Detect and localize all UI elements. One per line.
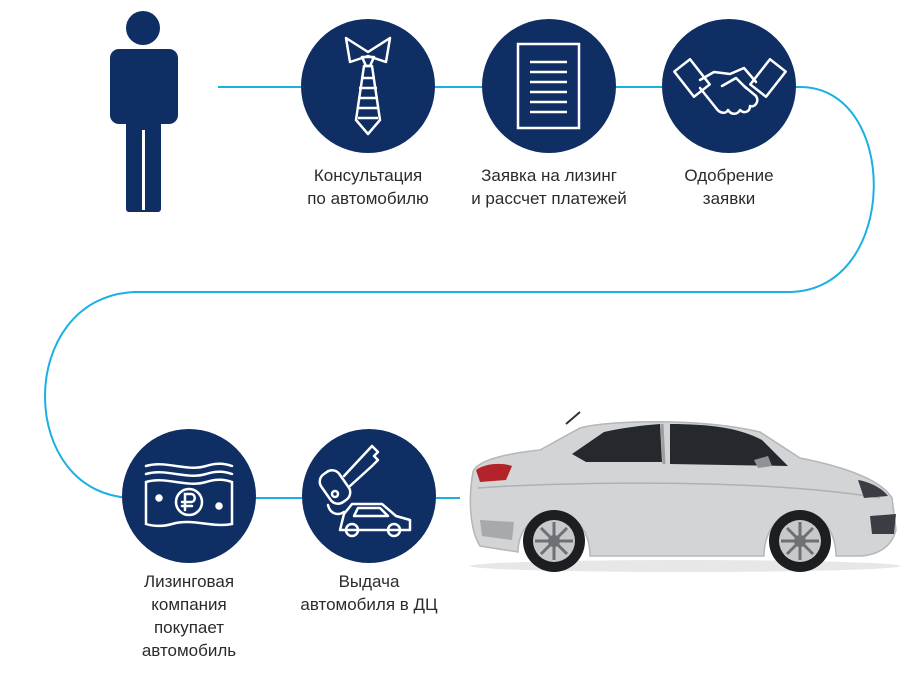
step-5-label: Выдача автомобиля в ДЦ bbox=[279, 570, 459, 616]
step-2-label-line-2: и рассчет платежей bbox=[471, 189, 627, 208]
step-4-label-line-1: Лизинговая bbox=[143, 572, 235, 591]
car-wheel-rear bbox=[523, 510, 585, 572]
handshake-icon bbox=[673, 57, 787, 115]
step-4-label-line-3: покупает bbox=[153, 618, 225, 637]
step-3-label-line-2: заявки bbox=[702, 189, 756, 208]
document-icon bbox=[516, 42, 581, 130]
step-1-label-line-2: по автомобилю bbox=[307, 189, 429, 208]
step-2-label: Заявка на лизинг и рассчет платежей bbox=[444, 164, 654, 210]
step-2-label-line-1: Заявка на лизинг bbox=[481, 166, 617, 185]
step-3-label: Одобрение заявки bbox=[654, 164, 804, 210]
step-3-label-line-1: Одобрение bbox=[684, 166, 774, 185]
step-5-circle bbox=[302, 429, 436, 563]
car-keys-icon bbox=[318, 444, 412, 538]
car-image bbox=[469, 411, 900, 572]
tie-icon bbox=[344, 36, 392, 136]
step-1-label: Консультация по автомобилю bbox=[268, 164, 468, 210]
flow-connector-line bbox=[44, 86, 875, 499]
step-4-label-line-4: автомобиль bbox=[141, 641, 237, 660]
step-5-label-line-2: автомобиля в ДЦ bbox=[300, 595, 438, 614]
step-3-circle bbox=[662, 19, 796, 153]
step-4-label: Лизинговая компания покупает автомобиль bbox=[104, 570, 274, 662]
step-4-label-line-2: компания bbox=[151, 595, 227, 614]
ruble-banknote-icon bbox=[144, 462, 234, 528]
step-1-label-line-1: Консультация bbox=[313, 166, 423, 185]
car-wheel-front bbox=[769, 510, 831, 572]
step-2-circle bbox=[482, 19, 616, 153]
step-1-circle bbox=[301, 19, 435, 153]
car-windows bbox=[572, 424, 788, 466]
person-icon bbox=[110, 11, 178, 212]
step-4-circle bbox=[122, 429, 256, 563]
step-5-label-line-1: Выдача bbox=[338, 572, 400, 591]
